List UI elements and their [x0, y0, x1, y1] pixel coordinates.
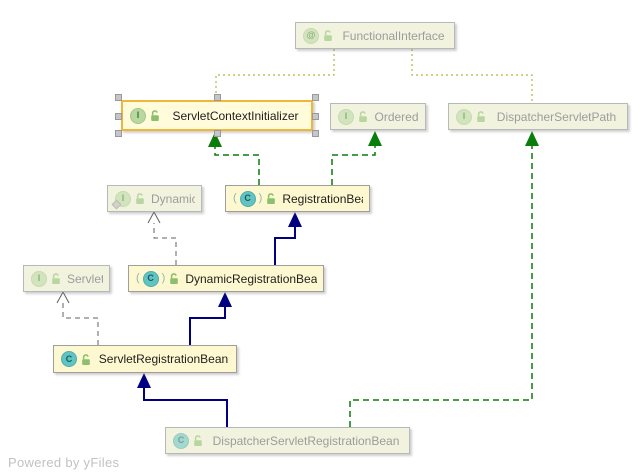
open-lock-icon [267, 193, 276, 204]
open-lock-icon [82, 353, 90, 365]
abstract-marker-icon: ) [161, 272, 166, 284]
node-label: RegistrationBean [282, 191, 363, 206]
selection-handle[interactable] [115, 130, 122, 137]
abstract-marker-icon: ( [136, 272, 140, 284]
edge-functional-interface-to-servlet-context-initializer[interactable] [215, 49, 335, 99]
open-arrowhead-icon [147, 210, 161, 224]
selection-handle[interactable] [115, 94, 122, 101]
node-icon-group: C [61, 351, 92, 367]
interface-icon: I [338, 108, 354, 125]
selection-handle[interactable] [115, 112, 122, 120]
class-icon: C [239, 190, 256, 207]
class-icon: C [61, 351, 77, 367]
edge-dispatcher-servlet-registration-bean-to-dispatcher-servlet-path[interactable] [349, 145, 533, 427]
open-arrowhead-icon [56, 290, 70, 304]
node-label: ServletRegistrationBean [98, 352, 229, 366]
node-label: DispatcherServletPath [496, 109, 617, 124]
node-dynamic-registration-bean[interactable]: (C) DynamicRegistrationBean [128, 265, 324, 292]
class-icon: C [173, 432, 189, 449]
arrowhead-extends-icon [288, 212, 302, 227]
arrowhead-implements-icon [368, 131, 382, 146]
node-label: DynamicRegistrationBean [185, 271, 317, 286]
yfiles-watermark: Powered by yFiles [8, 455, 120, 470]
node-label: Ordered [374, 109, 419, 124]
node-icon-group: I [338, 108, 369, 125]
interface-icon: I [456, 108, 472, 125]
edge-dynamic-registration-bean-to-dynamic[interactable] [153, 223, 177, 265]
open-lock-icon [52, 273, 60, 284]
edge-servlet-registration-bean-to-servlet[interactable] [62, 303, 99, 345]
open-lock-icon [324, 30, 332, 41]
node-icon-group: C [173, 432, 204, 449]
interface-icon: I [111, 190, 131, 209]
node-dynamic[interactable]: I Dynamic [107, 185, 202, 212]
node-ordered[interactable]: I Ordered [330, 103, 426, 130]
node-icon-group: (C) [136, 270, 180, 287]
node-icon-group: I [111, 190, 146, 209]
node-label: DispatcherServletRegistrationBean [212, 433, 400, 448]
class-icon: C [142, 270, 159, 287]
selection-handle[interactable] [312, 94, 319, 101]
static-marker-icon [111, 199, 122, 209]
interface-icon: I [130, 107, 146, 124]
node-servlet[interactable]: I Servlet [23, 265, 110, 292]
node-icon-group: I [130, 107, 161, 124]
node-servlet-registration-bean[interactable]: C ServletRegistrationBean [53, 345, 237, 373]
node-icon-group: I [456, 108, 487, 125]
open-lock-icon [136, 193, 144, 204]
node-functional-interface[interactable]: @ FunctionalInterface [295, 22, 455, 49]
edge-servlet-registration-bean-to-dynamic-registration-bean[interactable] [189, 306, 226, 345]
node-icon-group: (C) [233, 190, 277, 207]
node-icon-group: I [31, 270, 62, 287]
node-label: Servlet [67, 271, 103, 286]
open-lock-icon [194, 435, 202, 446]
open-lock-icon [170, 273, 179, 284]
annotation-icon: @ [303, 27, 319, 44]
node-servlet-context-initializer[interactable]: I ServletContextInitializer [121, 100, 313, 131]
arrowhead-extends-icon [137, 373, 151, 388]
node-dispatcher-servlet-registration-bean[interactable]: C DispatcherServletRegistrationBean [165, 427, 410, 454]
open-lock-icon [359, 111, 367, 122]
selection-handle[interactable] [312, 130, 319, 137]
node-icon-group: @ [303, 27, 334, 44]
selection-handle[interactable] [214, 94, 221, 101]
edge-registration-bean-to-ordered[interactable] [331, 145, 376, 185]
edge-functional-interface-to-dispatcher-servlet-path[interactable] [411, 49, 533, 102]
node-dispatcher-servlet-path[interactable]: I DispatcherServletPath [448, 103, 628, 130]
interface-icon: I [31, 270, 47, 287]
node-registration-bean[interactable]: (C) RegistrationBean [225, 185, 370, 212]
edge-dynamic-registration-bean-to-registration-bean[interactable] [274, 226, 296, 265]
selection-handle[interactable] [214, 130, 221, 137]
open-lock-icon [151, 110, 159, 121]
edge-dispatcher-servlet-registration-bean-to-servlet-registration-bean[interactable] [143, 387, 228, 427]
open-lock-icon [477, 111, 485, 122]
abstract-marker-icon: ) [258, 192, 263, 204]
arrowhead-extends-icon [218, 292, 232, 307]
node-label: Dynamic [151, 191, 195, 206]
node-label: ServletContextInitializer [172, 108, 299, 123]
edge-registration-bean-to-servlet-context-initializer[interactable] [214, 146, 260, 185]
arrowhead-implements-icon [525, 131, 539, 146]
abstract-marker-icon: ( [233, 192, 237, 204]
selection-handle[interactable] [312, 112, 319, 120]
arrowhead-implements-icon [208, 132, 222, 147]
node-label: FunctionalInterface [342, 28, 445, 43]
